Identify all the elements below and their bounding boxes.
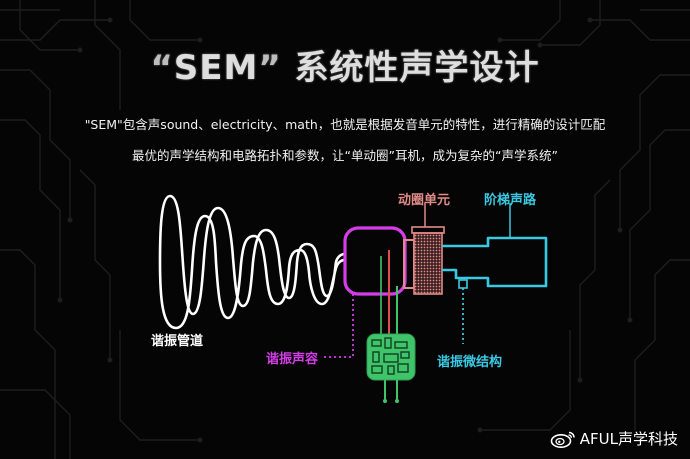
description-line-2: 最优的声学结构和电路拓扑和参数，让“单动圈”耳机，成为复杂的“声学系统” — [132, 148, 558, 163]
title-quote-close: ” — [258, 48, 282, 88]
watermark-text: AFUL声学科技 — [579, 430, 678, 448]
weibo-icon — [550, 431, 575, 448]
dynamic-driver-shape — [413, 232, 443, 295]
ladder-path-shape — [442, 236, 548, 288]
resonant-pipe-shape — [158, 194, 347, 330]
title-rest: 系统性声学设计 — [294, 48, 540, 88]
page-title: “SEM” 系统性声学设计 — [0, 40, 690, 89]
label-resonant-microstructure: 谐振微结构 — [437, 355, 503, 370]
microstructure-shape — [458, 279, 468, 289]
watermark: AFUL声学科技 — [550, 428, 678, 449]
label-dynamic-driver: 动圈单元 — [398, 193, 451, 208]
label-resonant-pipe: 谐振管道 — [151, 334, 204, 349]
label-resonant-capacitor: 谐振声容 — [266, 352, 319, 367]
title-brand: SEM — [173, 48, 259, 88]
title-quote-open: “ — [150, 48, 174, 88]
resonant-capacitor-shape — [343, 226, 407, 296]
label-ladder-path: 阶梯声路 — [484, 193, 537, 208]
description-line-1: "SEM"包含声sound、electricity、math，也就是根据发音单元… — [84, 117, 606, 132]
